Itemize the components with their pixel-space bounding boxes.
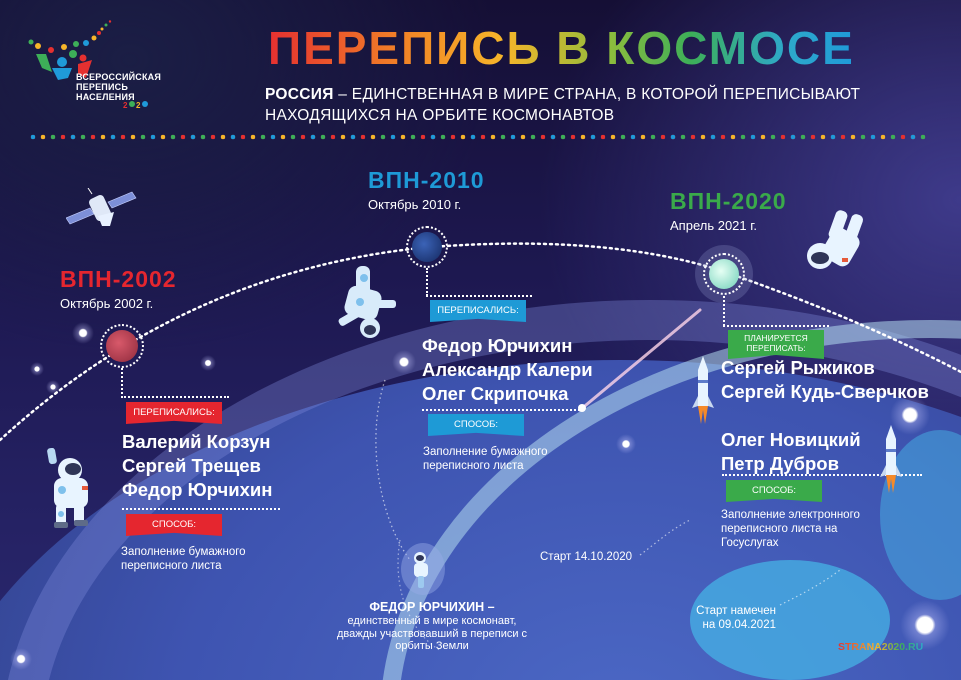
launch-note-line: Старт намечен — [696, 605, 776, 617]
subtitle-bold: РОССИЯ — [265, 86, 334, 103]
method-ribbon-2010: СПОСОБ: — [428, 414, 524, 436]
status-ribbon-line: ПЛАНИРУЕТСЯ — [744, 333, 808, 343]
cosmonaut-name: Сергей Кудь-Сверчков — [721, 381, 929, 402]
method-ribbon-2002: СПОСОБ: — [126, 514, 222, 536]
status-ribbon-2020: ПЛАНИРУЕТСЯ ПЕРЕПИСАТЬ: — [728, 330, 824, 359]
era-date-2010: Октябрь 2010 г. — [368, 197, 462, 212]
planet-node-2002 — [100, 324, 144, 368]
cosmonaut-list-2010: Федор Юрчихин Александр Калери Олег Скри… — [422, 334, 593, 406]
connector-line — [121, 368, 123, 398]
cosmonaut-name: Олег Новицкий — [721, 429, 861, 450]
rocket-icon — [692, 356, 714, 430]
connector-line — [723, 296, 725, 326]
era-title-2010: ВПН-2010 — [368, 167, 485, 193]
svg-text:2: 2 — [123, 101, 128, 110]
status-ribbon-line: ПЕРЕПИСАТЬ: — [746, 343, 806, 353]
connector-line — [122, 508, 280, 510]
census-logo: 2 2 — [28, 20, 178, 110]
era-date-2020: Апрель 2021 г. — [670, 218, 758, 233]
cosmonaut-name: Александр Калери — [422, 359, 593, 380]
astronaut-bubble-icon — [400, 542, 446, 600]
launch-note-line: на 09.04.2021 — [702, 619, 777, 631]
method-text-2020: Заполнение электронного переписного лист… — [721, 509, 860, 549]
cosmonaut-name: Сергей Рыжиков — [721, 357, 875, 378]
fact-title: ФЕДОР ЮРЧИХИН – — [369, 600, 495, 614]
cosmonaut-list-2020-crew-2: Олег Новицкий Петр Дубров — [721, 428, 861, 476]
method-text-2002: Заполнение бумажного переписного листа — [121, 546, 246, 572]
cosmonaut-name: Валерий Корзун — [122, 431, 271, 452]
star-icon — [30, 362, 44, 376]
star-icon — [616, 434, 636, 454]
star-icon — [72, 322, 94, 344]
page-title: ПЕРЕПИСЬ В КОСМОСЕ — [268, 22, 855, 74]
planet-node-2010 — [406, 226, 448, 268]
satellite-icon — [65, 187, 138, 232]
cosmonaut-name: Федор Юрчихин — [122, 479, 273, 500]
fact-text: единственный в мире космонавт, дважды уч… — [336, 615, 528, 652]
cosmonaut-name: Федор Юрчихин — [422, 335, 573, 356]
logo-line: ПЕРЕПИСЬ — [76, 82, 128, 92]
era-title-2020: ВПН-2020 — [670, 188, 787, 214]
dotted-divider — [30, 134, 930, 140]
cosmonaut-list-2020-crew-1: Сергей Рыжиков Сергей Кудь-Сверчков — [721, 356, 929, 404]
star-icon — [46, 380, 60, 394]
star-icon — [900, 600, 950, 650]
svg-text:2: 2 — [136, 101, 141, 110]
astronaut-waving-icon — [40, 447, 102, 532]
era-title-2002: ВПН-2002 — [60, 266, 177, 292]
fact-callout: ФЕДОР ЮРЧИХИН – единственный в мире косм… — [332, 600, 532, 653]
era-date-2002: Октябрь 2002 г. — [60, 296, 154, 311]
cosmonaut-name: Сергей Трещев — [122, 455, 261, 476]
star-icon — [200, 355, 216, 371]
connector-line — [422, 409, 580, 411]
cosmonaut-list-2002: Валерий Корзун Сергей Трещев Федор Юрчих… — [122, 430, 272, 502]
logo-line: ВСЕРОССИЙСКАЯ — [76, 72, 162, 82]
connector-line — [426, 295, 532, 297]
status-ribbon-2010: ПЕРЕПИСАЛИСЬ: — [430, 300, 526, 322]
cosmonaut-name: Петр Дубров — [721, 453, 839, 474]
census-logo-text: ВСЕРОССИЙСКАЯ ПЕРЕПИСЬ НАСЕЛЕНИЯ — [76, 72, 186, 102]
logo-line: НАСЕЛЕНИЯ — [76, 92, 135, 102]
connector-line — [722, 474, 922, 476]
cosmonaut-name: Олег Скрипочка — [422, 383, 569, 404]
launch-note-1: Старт 14.10.2020 — [540, 551, 632, 563]
page-subtitle: РОССИЯ – ЕДИНСТВЕННАЯ В МИРЕ СТРАНА, В К… — [265, 84, 945, 126]
star-icon — [10, 648, 32, 670]
astronaut-floating-icon — [338, 266, 398, 350]
connector-line — [426, 268, 428, 296]
method-ribbon-2020: СПОСОБ: — [726, 480, 822, 502]
subtitle-text: – ЕДИНСТВЕННАЯ В МИРЕ СТРАНА, В КОТОРОЙ … — [265, 86, 861, 124]
connector-line — [723, 325, 829, 327]
website-link[interactable]: STRANA2020.RU — [838, 641, 924, 653]
rocket-icon — [880, 425, 902, 499]
method-text-2010: Заполнение бумажного переписного листа — [423, 446, 548, 472]
launch-note-2: Старт намечен на 09.04.2021 — [690, 604, 776, 632]
planet-node-2020 — [703, 253, 745, 295]
star-icon — [392, 350, 416, 374]
astronaut-flying-icon — [802, 210, 872, 284]
connector-line — [121, 396, 229, 398]
status-ribbon-2002: ПЕРЕПИСАЛИСЬ: — [126, 402, 222, 424]
